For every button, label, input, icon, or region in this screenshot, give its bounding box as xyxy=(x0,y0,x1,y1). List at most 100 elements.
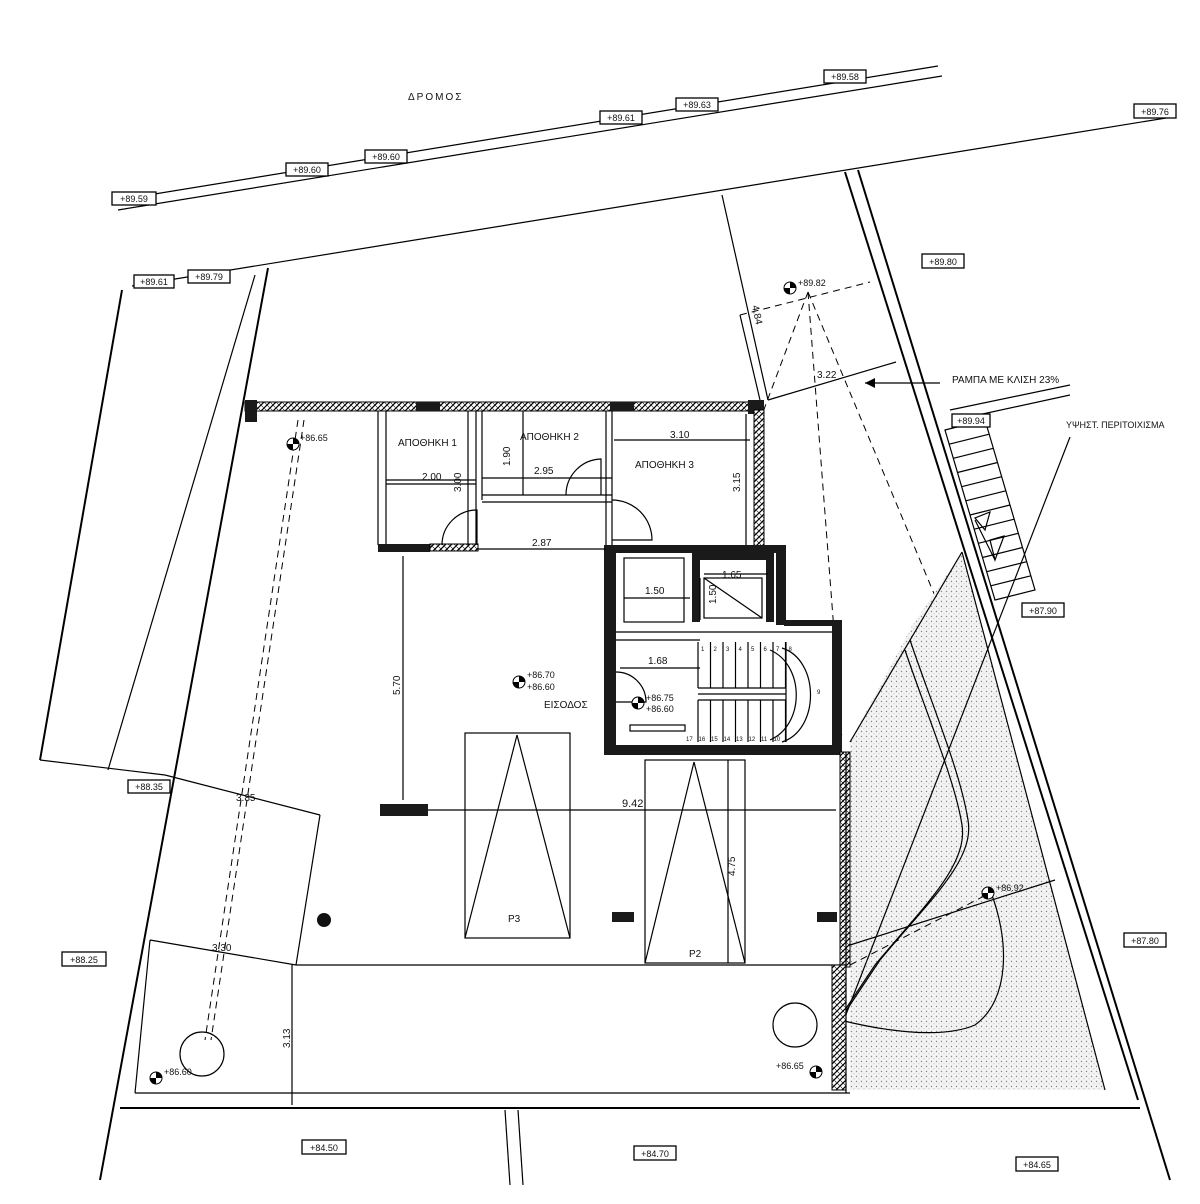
spot-sw-corner-icon: +86.60 xyxy=(149,1067,192,1085)
spot-se-corner-icon: +86.65 xyxy=(776,1061,823,1079)
spot-garden-icon: +86.92 xyxy=(981,883,1024,900)
svg-text:+89.61: +89.61 xyxy=(607,113,635,123)
handrail xyxy=(629,724,686,732)
svg-text:+86.65: +86.65 xyxy=(300,433,328,443)
ramp-note: ΡΑΜΠΑ ΜΕ ΚΛΙΣΗ 23% xyxy=(952,375,1059,386)
ramp-area xyxy=(721,194,1071,736)
spot-stair-icon: +86.75 +86.60 xyxy=(631,693,674,714)
svg-text:+88.35: +88.35 xyxy=(135,782,163,792)
dim-322: 3.22 xyxy=(817,370,837,381)
elev-ne-plot: +89.80 xyxy=(921,253,965,269)
svg-text:+86.70: +86.70 xyxy=(527,670,555,680)
dim-295: 2.95 xyxy=(534,466,554,477)
elev-east: +87.80 xyxy=(1123,932,1167,948)
stair-tread xyxy=(965,490,1006,502)
wall-note: ΥΨΗΣΤ. ΠΕΡΙΤΟΙΧΙΣΜΑ xyxy=(1066,420,1165,430)
dim-315: 3.15 xyxy=(732,472,743,492)
dim-190: 1.90 xyxy=(502,446,513,466)
stair-step-number: 5 xyxy=(751,647,755,653)
room-storage-2: ΑΠΟΘΗΚΗ 2 xyxy=(520,432,579,443)
stair-step-number: 17 xyxy=(686,737,693,743)
room-labels: ΑΠΟΘΗΚΗ 1 ΑΠΟΘΗΚΗ 2 ΑΠΟΘΗΚΗ 3 ΕΙΣΟΔΟΣ P3… xyxy=(398,375,1165,960)
stair-tread xyxy=(949,433,990,445)
dim-200: 2.00 xyxy=(422,472,442,483)
elev-road-5: +89.63 xyxy=(675,97,719,112)
stair-tread xyxy=(953,447,994,459)
elevation-labels: +89.59 +89.60 +89.60 +89.61 +89.63 +89.5… xyxy=(61,69,1177,1172)
svg-text:+89.59: +89.59 xyxy=(120,194,148,204)
elev-road-3: +89.60 xyxy=(364,149,408,164)
stair-tread xyxy=(978,532,1019,544)
svg-text:+86.75: +86.75 xyxy=(646,693,674,703)
stair-step-number: 2 xyxy=(714,647,718,653)
spot-center-icon: +86.70 +86.60 xyxy=(512,670,555,692)
stair-tread xyxy=(957,461,998,474)
svg-text:+89.61: +89.61 xyxy=(140,277,168,287)
elev-stair-bottom: +87.90 xyxy=(1021,602,1065,618)
stair-step-number: 1 xyxy=(701,647,705,653)
stair-step-number: 3 xyxy=(726,647,730,653)
stair-tread xyxy=(961,476,1002,488)
street-label: ΔΡΟΜΟΣ xyxy=(408,92,463,103)
elev-bottom-right: +84.65 xyxy=(1015,1156,1059,1172)
elev-road-7: +89.76 xyxy=(1133,103,1177,119)
stair-step-number: 12 xyxy=(749,737,756,743)
dim-385: 3.85 xyxy=(236,793,256,804)
svg-text:+89.60: +89.60 xyxy=(372,152,400,162)
svg-text:+89.76: +89.76 xyxy=(1141,107,1169,117)
dim-150a: 1.50 xyxy=(645,586,665,597)
stair-tread xyxy=(974,518,1015,530)
svg-text:+84.50: +84.50 xyxy=(310,1143,338,1153)
elev-bottom-left: +84.50 xyxy=(301,1139,347,1155)
svg-text:+89.79: +89.79 xyxy=(195,272,223,282)
room-storage-1: ΑΠΟΘΗΚΗ 1 xyxy=(398,438,457,449)
svg-text:+89.58: +89.58 xyxy=(831,72,859,82)
svg-text:+86.92: +86.92 xyxy=(996,883,1024,893)
stair-tread xyxy=(986,561,1027,573)
svg-text:+89.80: +89.80 xyxy=(929,257,957,267)
stair-step-number: 8 xyxy=(789,647,793,653)
road: ΔΡΟΜΟΣ xyxy=(117,65,1167,287)
elev-road-4: +89.61 xyxy=(599,110,643,125)
svg-text:+84.65: +84.65 xyxy=(1023,1160,1051,1170)
elev-bottom-mid: +84.70 xyxy=(633,1145,677,1161)
elev-west-lower: +88.25 xyxy=(61,951,107,967)
dim-313: 3.13 xyxy=(282,1028,293,1048)
svg-text:+87.90: +87.90 xyxy=(1029,606,1057,616)
dim-300: 3.00 xyxy=(453,472,464,492)
room-storage-3: ΑΠΟΘΗΚΗ 3 xyxy=(635,460,694,471)
dim-168: 1.68 xyxy=(648,656,668,667)
plot-boundary xyxy=(39,169,1171,1186)
svg-text:+89.82: +89.82 xyxy=(798,278,826,288)
elev-road-6: +89.58 xyxy=(823,69,867,84)
svg-text:+86.60: +86.60 xyxy=(527,682,555,692)
svg-text:+84.70: +84.70 xyxy=(641,1149,669,1159)
svg-text:+86.65: +86.65 xyxy=(776,1061,804,1071)
elev-nw-1: +89.61 xyxy=(133,274,175,289)
stair-step-number: 9 xyxy=(817,690,821,696)
dimension-lines xyxy=(291,314,768,1105)
svg-text:+89.63: +89.63 xyxy=(683,100,711,110)
stair-step-number: 10 xyxy=(774,737,781,743)
stair-tread xyxy=(982,546,1023,559)
dim-310: 3.10 xyxy=(670,430,690,441)
stair-step-number: 15 xyxy=(711,737,718,743)
elev-stair-top: +89.94 xyxy=(951,413,991,428)
spot-ramp-top-icon: +89.82 xyxy=(783,278,826,295)
stair-step-number: 7 xyxy=(776,647,780,653)
dimension-texts: 4.84 3.22 3.10 3.15 2.00 3.00 1.90 2.95 … xyxy=(212,304,837,1048)
stair-tread xyxy=(990,575,1031,587)
stair-step-number: 16 xyxy=(699,737,706,743)
dim-570: 5.70 xyxy=(392,675,403,695)
svg-text:+89.60: +89.60 xyxy=(293,165,321,175)
stair-step-number: 11 xyxy=(761,737,768,743)
stair-step-number: 6 xyxy=(764,647,768,653)
stair-step-number: 13 xyxy=(736,737,743,743)
parking-p2: P2 xyxy=(689,949,702,960)
building xyxy=(244,400,851,1093)
elev-west-upper: +88.35 xyxy=(127,779,171,794)
dim-475: 4.75 xyxy=(727,856,738,876)
garden-area xyxy=(834,436,1106,1091)
elev-nw-2: +89.79 xyxy=(187,269,231,284)
dim-150b: 1.50 xyxy=(708,584,719,604)
